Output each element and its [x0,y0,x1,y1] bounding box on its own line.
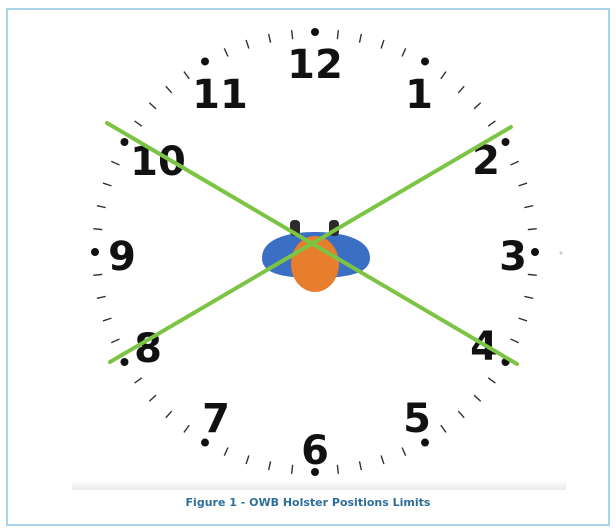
minute-tick [93,273,103,277]
minute-tick [473,394,482,402]
minute-tick [510,338,520,344]
hour-dot [120,138,129,146]
hour-dot [91,248,99,256]
minute-tick [110,160,120,166]
numeral-2: 2 [472,138,500,184]
minute-tick [102,182,112,187]
minute-tick [510,160,520,166]
minute-tick [267,461,272,471]
minute-tick [96,204,106,209]
person-top-view [262,220,370,292]
minute-tick [380,39,385,49]
numeral-12: 12 [287,42,343,88]
minute-tick [96,295,106,300]
minute-tick [487,120,496,127]
hour-dot [531,248,539,256]
minute-tick [165,85,173,94]
figure-caption: Figure 1 - OWB Holster Positions Limits [185,496,431,509]
hour-dot [201,57,209,66]
minute-tick [148,102,157,110]
minute-tick [102,317,112,322]
minute-tick [473,102,482,110]
hour-dot [120,358,129,366]
minute-tick [336,30,340,40]
minute-tick [524,204,534,209]
minute-tick [134,377,143,384]
minute-tick [110,338,120,344]
numeral-3: 3 [499,234,527,280]
minute-tick [401,47,407,57]
minute-tick [183,71,190,80]
numeral-4: 4 [470,324,498,370]
minute-tick [457,410,465,419]
minute-tick [245,39,250,49]
minute-tick [134,120,143,127]
minute-tick [358,461,363,471]
minute-tick [358,33,363,43]
numeral-5: 5 [403,396,431,442]
minute-tick [290,464,294,474]
minute-tick [524,295,534,300]
minute-tick [380,455,385,465]
minute-tick [527,273,537,277]
numeral-7: 7 [202,396,230,442]
minute-tick [401,447,407,457]
caption-shadow-bar [72,480,566,490]
numeral-9: 9 [108,234,136,280]
minute-tick [223,47,229,57]
hour-dot [311,468,319,476]
minute-tick [245,455,250,465]
numeral-6: 6 [301,428,329,474]
minute-tick [223,447,229,457]
hour-dot [311,28,319,36]
minute-tick [518,317,528,322]
hour-dot [421,57,429,66]
minute-tick [527,227,537,231]
hour-dot [201,438,209,447]
minute-tick [457,85,465,94]
minute-tick [165,410,173,419]
minute-tick [440,424,447,433]
hour-dot [421,438,429,447]
stray-mark [559,251,563,255]
minute-tick [336,464,340,474]
numeral-11: 11 [192,72,248,118]
minute-tick [183,424,190,433]
clock-tick-marks [93,30,537,474]
minute-tick [290,30,294,40]
minute-tick [487,377,496,384]
numeral-10: 10 [130,139,186,185]
minute-tick [440,71,447,80]
minute-tick [518,182,528,187]
minute-tick [148,394,157,402]
hour-dot [501,138,510,146]
minute-tick [267,33,272,43]
minute-tick [93,227,103,231]
numeral-1: 1 [405,72,433,118]
limit-line-8-to-2 [108,125,513,364]
